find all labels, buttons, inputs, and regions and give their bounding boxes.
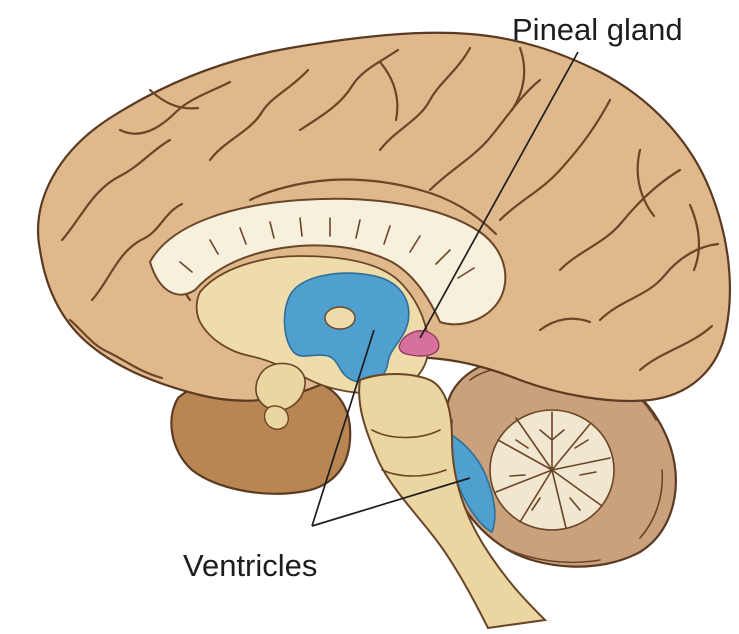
pituitary xyxy=(265,406,289,429)
massa-intermedia xyxy=(325,307,355,329)
pineal-gland-label: Pineal gland xyxy=(512,12,683,47)
arbor-vitae xyxy=(490,410,614,530)
ventricles-label: Ventricles xyxy=(183,548,317,583)
